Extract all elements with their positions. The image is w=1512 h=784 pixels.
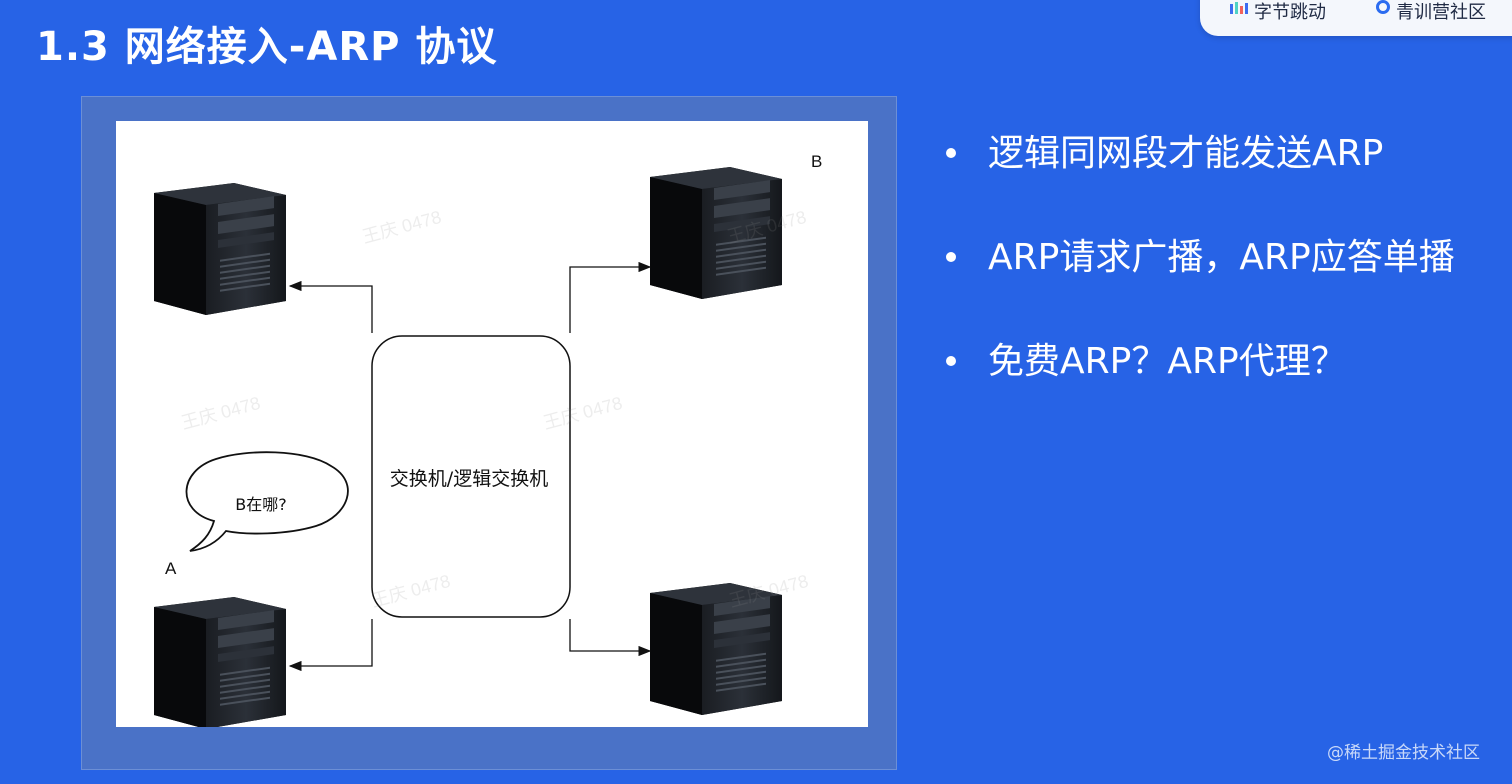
brand-qingxun: 青训营社区: [1396, 2, 1486, 23]
logo-tab: 字节跳动 青训营社区: [1200, 0, 1512, 36]
host-b-label: B: [811, 152, 823, 171]
bullet-item: 免费ARP？ARP代理？: [940, 334, 1455, 438]
server-a-icon: [154, 597, 286, 727]
brand-bytedance: 字节跳动: [1254, 2, 1326, 23]
page-title: 1.3 网络接入-ARP 协议: [36, 24, 498, 70]
bullet-item: 逻辑同网段才能发送ARP: [940, 126, 1455, 230]
link-bottom-left: [288, 619, 373, 672]
footer-watermark: @稀土掘金技术社区: [1327, 743, 1480, 763]
bullet-text: 逻辑同网段才能发送ARP: [988, 133, 1384, 174]
qingxun-logo-icon: [1376, 0, 1390, 14]
bullet-dot-icon: [946, 252, 956, 262]
network-diagram: 交换机/逻辑交换机 B在哪? B A 王庆 0478 王庆 0478 王庆 04…: [116, 121, 868, 727]
bullet-list: 逻辑同网段才能发送ARP ARP请求广播，ARP应答单播 免费ARP？ARP代理…: [940, 126, 1455, 438]
speech-bubble: [185, 451, 349, 552]
link-top-left: [288, 280, 373, 333]
switch-label: 交换机/逻辑交换机: [389, 468, 549, 490]
server-a-top-icon: [154, 183, 286, 315]
bullet-item: ARP请求广播，ARP应答单播: [940, 230, 1455, 334]
bullet-dot-icon: [946, 356, 956, 366]
bytedance-logo-icon: [1230, 2, 1248, 14]
bullet-text: ARP请求广播，ARP应答单播: [988, 237, 1455, 278]
link-top-right: [569, 261, 652, 333]
speech-bubble-text: B在哪?: [235, 495, 287, 514]
link-bottom-right: [569, 619, 652, 657]
host-a-label: A: [165, 559, 177, 578]
switch-node: [371, 335, 571, 618]
diagram-svg: [154, 167, 782, 727]
bullet-text: 免费ARP？ARP代理？: [988, 341, 1347, 382]
bullet-dot-icon: [946, 148, 956, 158]
